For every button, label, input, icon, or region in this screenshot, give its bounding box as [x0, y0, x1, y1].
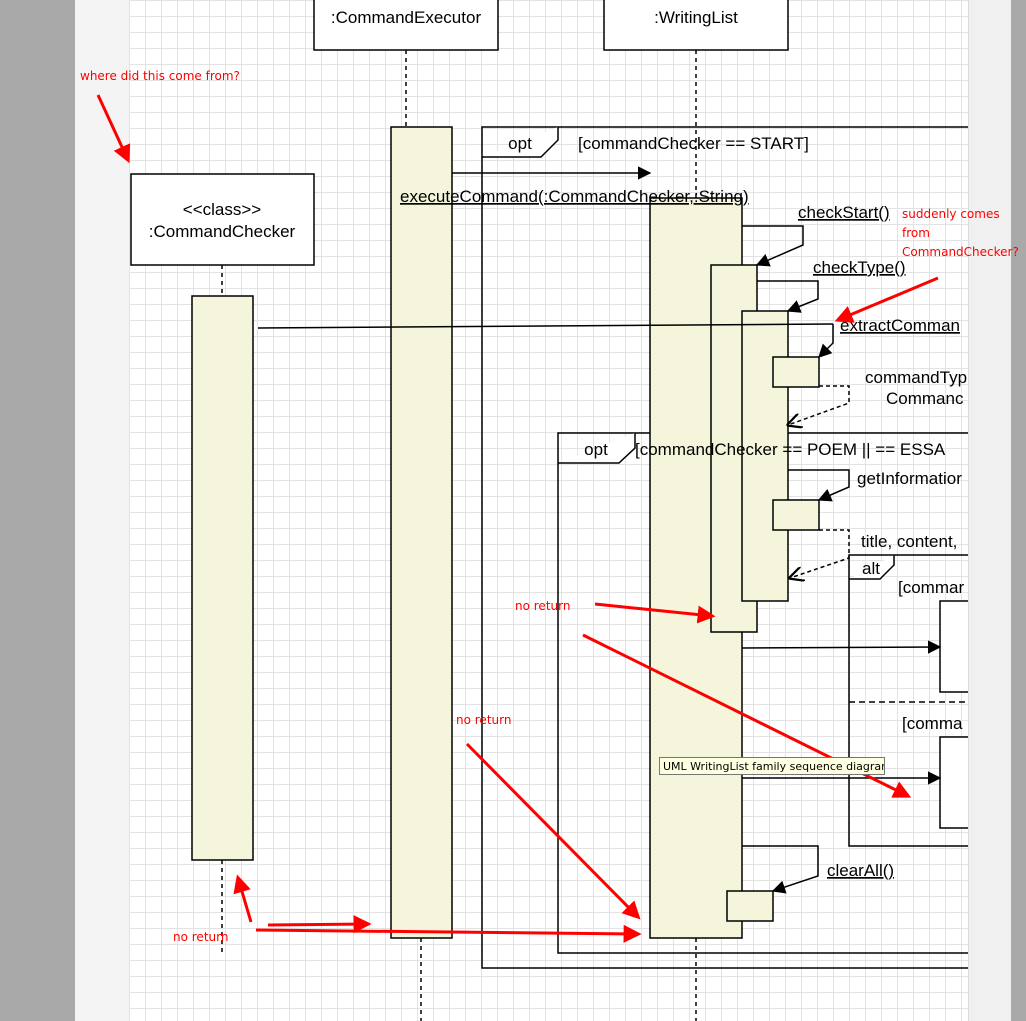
command-checker-stereotype: <<class>> — [183, 200, 262, 219]
check-type-label: checkType() — [813, 258, 906, 277]
information-return-arrow[interactable] — [790, 529, 850, 578]
diagram-canvas[interactable] — [129, 0, 968, 1021]
extract-command-label: extractComman — [840, 316, 960, 335]
opt-outer-tag — [482, 127, 559, 158]
command-checker-activation[interactable] — [191, 295, 254, 861]
execute-command-label: executeCommand(:CommandChecker,:String) — [400, 187, 749, 206]
annotation-no-return-2: no return — [456, 713, 511, 727]
annotation-suddenly-2: from — [902, 226, 930, 240]
annotation-where-from: where did this come from? — [80, 69, 240, 83]
get-information-label: getInformatior — [857, 469, 962, 488]
annotation-arrow-suddenly — [834, 276, 939, 323]
opt-inner-guard: [commandChecker == POEM || == ESSA — [635, 440, 946, 459]
check-start-arrow[interactable] — [742, 225, 804, 267]
writing-list-label: :WritingList — [654, 8, 738, 27]
command-checker-box[interactable] — [130, 173, 315, 266]
alt-target-box-2[interactable] — [939, 736, 990, 829]
alt-fragment[interactable] — [848, 554, 989, 847]
check-start-label: checkStart() — [798, 203, 890, 222]
opt-inner-label: opt — [584, 440, 608, 459]
get-information-arrow[interactable] — [788, 469, 850, 502]
annotation-suddenly-1: suddenly comes — [902, 207, 1000, 221]
alt-guard-2: [comma — [902, 714, 963, 733]
command-executor-box[interactable] — [313, 0, 499, 51]
return-values-label: title, content, — [861, 532, 957, 551]
get-information-activation[interactable] — [772, 499, 820, 531]
annotation-no-return-1: no return — [515, 599, 570, 613]
tooltip: UML WritingList family sequence diagram — [659, 757, 885, 775]
opt-outer-guard: [commandChecker == START] — [578, 134, 809, 153]
extract-command-activation[interactable] — [772, 356, 820, 388]
command-type-return-arrow[interactable] — [788, 385, 850, 425]
opt-inner-tag — [558, 433, 636, 464]
extract-command-arrow[interactable] — [818, 324, 834, 358]
opt-outer-label: opt — [508, 134, 532, 153]
command-type-label-2: Commanc — [886, 389, 964, 408]
alt-call-arrow-1[interactable] — [741, 640, 942, 654]
opt-outer-fragment[interactable] — [481, 126, 982, 969]
annotation-no-return-3: no return — [173, 930, 228, 944]
alt-guard-1: [commar — [898, 578, 964, 597]
alt-tag — [849, 555, 895, 580]
command-type-label-1: commandTyp — [865, 368, 967, 387]
clear-all-activation[interactable] — [726, 890, 774, 922]
annotation-arrow-no-return-3b — [267, 915, 372, 934]
annotation-suddenly-3: CommandChecker? — [902, 245, 1019, 259]
annotation-arrow-where-from — [96, 94, 131, 164]
annotation-arrow-no-return-3c — [255, 924, 642, 943]
command-executor-label: :CommandExecutor — [331, 8, 482, 27]
review-annotations: where did this come from? suddenly comes… — [80, 69, 1019, 944]
annotation-arrow-no-return-2 — [465, 742, 641, 920]
annotation-arrow-no-return-3a — [233, 874, 253, 923]
command-executor-activation[interactable] — [390, 126, 453, 939]
command-checker-line[interactable] — [257, 323, 834, 329]
alt-target-box-1[interactable] — [939, 600, 990, 693]
clear-all-label: clearAll() — [827, 861, 894, 880]
clear-all-arrow[interactable] — [742, 845, 819, 894]
command-checker-label: :CommandChecker — [149, 222, 296, 241]
window-edge — [968, 0, 1011, 1021]
annotation-arrow-no-return-1 — [594, 602, 716, 624]
check-type-arrow[interactable] — [757, 280, 819, 313]
alt-label: alt — [862, 559, 880, 578]
